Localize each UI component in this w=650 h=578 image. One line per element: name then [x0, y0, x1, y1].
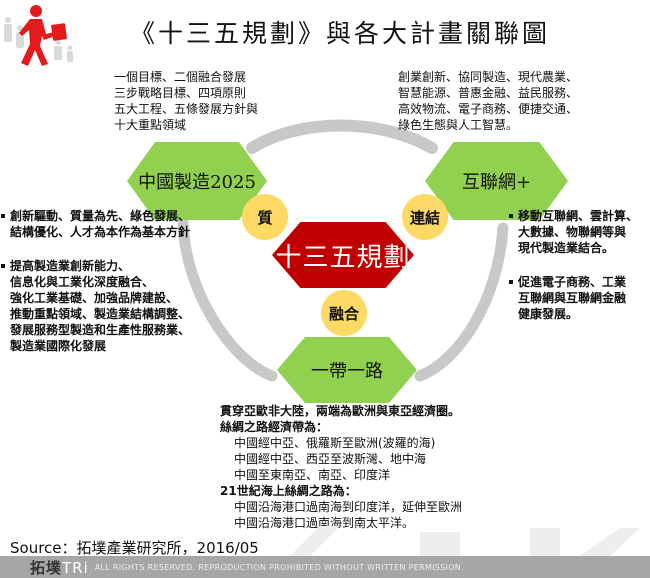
footer-bar: 拓墣TRi ALL RIGHTS RESERVED. REPRODUCTION … — [0, 556, 650, 578]
connector-label: 融合 — [328, 304, 359, 323]
text-line: 推動重點領域、製造業結構調整、 — [10, 307, 191, 321]
hex-internet-plus: 互聯網+ — [425, 142, 568, 220]
text-line: 移動互聯網、雲計算、 — [518, 209, 639, 223]
made-in-china-top-text: 一個目標、二個融合發展 三步戰略目標、四項原則 五大工程、五條發展方針與 十大重… — [114, 69, 258, 133]
hex-label: 十三五規劃 — [275, 242, 411, 273]
text-line: 高效物流、電子商務、便捷交通、 — [398, 102, 579, 116]
text-line: 貫穿亞歐非大陸，兩端為歐洲與東亞經濟圈。 — [220, 404, 461, 418]
hex-label: 中國製造2025 — [138, 172, 256, 193]
page-title: 《十三五規劃》與各大計畫關聯圖 — [130, 19, 551, 48]
text-line: 創新驅動、質量為先、綠色發展、 — [10, 209, 191, 223]
text-line: 提高製造業創新能力、 — [10, 259, 131, 273]
text-line: 綠色生態與人工智慧。 — [398, 118, 519, 132]
text-line: 創業創新、協同製造、現代農業、 — [398, 70, 579, 84]
internet-plus-bullets: 移動互聯網、雲計算、 大數據、物聯網等與 現代製造業結合。 促進電子商務、工業 … — [508, 208, 638, 340]
hex-label: 一帶一路 — [311, 361, 383, 382]
logo-cn: 拓墣 — [30, 558, 63, 577]
source-citation: Source：拓墣產業研究所，2016/05 — [10, 539, 259, 557]
text-line: 現代製造業結合。 — [518, 241, 615, 255]
hex-13th-five-year-plan: 十三五規劃 — [272, 222, 414, 288]
connector-quality: 質 — [242, 194, 288, 240]
copyright-notice: ALL RIGHTS RESERVED. REPRODUCTION PROHIB… — [94, 562, 464, 572]
hex-label: 互聯網+ — [461, 172, 532, 193]
text-line: 結構優化、人才為本作為基本方針 — [10, 225, 191, 239]
text-line: 促進電子商務、工業 — [518, 275, 627, 289]
connector-label: 連結 — [409, 208, 440, 227]
logo-en: TRi — [62, 558, 89, 577]
text-line: 一個目標、二個融合發展 — [114, 70, 247, 84]
bullet-item: 創新驅動、質量為先、綠色發展、 結構優化、人才為本作為基本方針 — [0, 208, 190, 240]
connector-label: 質 — [257, 208, 273, 227]
text-line: 中國經中亞、西亞至波斯灣、地中海 — [234, 452, 427, 466]
text-line: 發展服務型製造和生產性服務業、 — [10, 323, 191, 337]
text-line: 信息化與工業化深度融合、 — [10, 275, 155, 289]
watermark-logo — [290, 526, 640, 556]
text-line: 大數據、物聯網等與 — [518, 225, 627, 239]
bullet-item: 移動互聯網、雲計算、 大數據、物聯網等與 現代製造業結合。 — [508, 208, 638, 256]
text-line: 中國至東南亞、南亞、印度洋 — [234, 468, 391, 482]
text-line: 製造業國際化發展 — [10, 339, 107, 353]
connector-link: 連結 — [402, 194, 448, 240]
walking-businessman-icon — [4, 5, 73, 66]
bullet-item: 提高製造業創新能力、 信息化與工業化深度融合、 強化工業基礎、加強品牌建設、 推… — [0, 258, 190, 354]
internet-plus-top-text: 創業創新、協同製造、現代農業、 智慧能源、普惠金融、益民服務、 高效物流、電子商… — [398, 69, 578, 133]
text-line: 中國經中亞、俄羅斯至歐洲(波羅的海) — [234, 436, 436, 450]
bullet-item: 促進電子商務、工業 互聯網與互聯網金融 健康發展。 — [508, 274, 638, 322]
tri-logo: 拓墣TRi — [30, 557, 89, 578]
text-line: 健康發展。 — [518, 307, 579, 321]
hex-belt-and-road: 一帶一路 — [277, 337, 417, 403]
text-line: 強化工業基礎、加強品牌建設、 — [10, 291, 179, 305]
text-line: 互聯網與互聯網金融 — [518, 291, 627, 305]
connector-fusion: 融合 — [321, 290, 367, 336]
text-line: 十大重點領域 — [114, 118, 187, 132]
text-line: 絲綢之路經濟帶為： — [220, 420, 329, 434]
text-line: 21世紀海上絲綢之路為： — [220, 484, 357, 498]
text-line: 中國沿海港口過南海到印度洋，延伸至歐洲 — [234, 500, 463, 514]
text-line: 中國沿海港口過南海到南太平洋。 — [234, 516, 415, 530]
text-line: 五大工程、五條發展方針與 — [114, 102, 259, 116]
text-line: 三步戰略目標、四項原則 — [114, 86, 247, 100]
made-in-china-bullets: 創新驅動、質量為先、綠色發展、 結構優化、人才為本作為基本方針 提高製造業創新能… — [0, 208, 190, 372]
belt-road-text: 貫穿亞歐非大陸，兩端為歐洲與東亞經濟圈。 絲綢之路經濟帶為： 中國經中亞、俄羅斯… — [220, 403, 462, 531]
text-line: 智慧能源、普惠金融、益民服務、 — [398, 86, 579, 100]
